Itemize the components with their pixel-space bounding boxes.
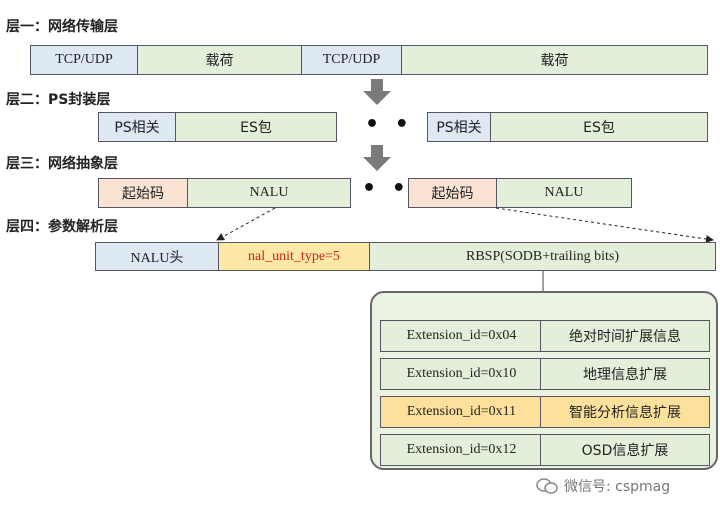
es-block-2: ES包 <box>490 112 708 142</box>
nalu-header-block: NALU头 <box>95 242 219 271</box>
extension-description: 智能分析信息扩展 <box>540 396 710 428</box>
dashed-arrow-right <box>495 207 714 243</box>
ps-block-1: PS相关 <box>98 112 176 142</box>
watermark-text: 微信号: cspmag <box>564 479 671 495</box>
payload-block-1: 载荷 <box>137 45 302 75</box>
es-block-1: ES包 <box>175 112 337 142</box>
layer-4-label: 层四：参数解析层 <box>6 219 118 235</box>
extension-description: 地理信息扩展 <box>540 358 710 390</box>
down-arrow-icon <box>363 145 391 171</box>
down-arrow-icon <box>363 79 391 105</box>
ellipsis-row2: • • • <box>365 112 443 137</box>
rbsp-block: RBSP(SODB+trailing bits) <box>369 242 716 271</box>
extension-id: Extension_id=0x11 <box>380 396 543 428</box>
wechat-icon <box>536 478 558 494</box>
extension-id: Extension_id=0x12 <box>380 434 543 466</box>
ps-block-2: PS相关 <box>427 112 491 142</box>
extension-id: Extension_id=0x10 <box>380 358 543 390</box>
start-code-block-1: 起始码 <box>98 178 188 208</box>
extension-id: Extension_id=0x04 <box>380 320 543 352</box>
start-code-block-2: 起始码 <box>408 178 497 208</box>
layer-3-label: 层三：网络抽象层 <box>6 156 118 172</box>
nalu-block-1: NALU <box>187 178 351 208</box>
nalu-block-2: NALU <box>496 178 632 208</box>
tcp-udp-block-2: TCP/UDP <box>301 45 402 75</box>
nalu-header-text: NALU头 <box>130 250 184 266</box>
layer-1-label: 层一：网络传输层 <box>6 19 118 35</box>
dashed-arrow-left <box>216 207 276 241</box>
layer-2-label: 层二：PS封装层 <box>6 92 111 108</box>
payload-block-2: 载荷 <box>401 45 708 75</box>
extension-description: OSD信息扩展 <box>540 434 710 466</box>
extension-description: 绝对时间扩展信息 <box>540 320 710 352</box>
nal-unit-type-block: nal_unit_type=5 <box>218 242 370 271</box>
watermark: 微信号: cspmag <box>536 476 670 496</box>
